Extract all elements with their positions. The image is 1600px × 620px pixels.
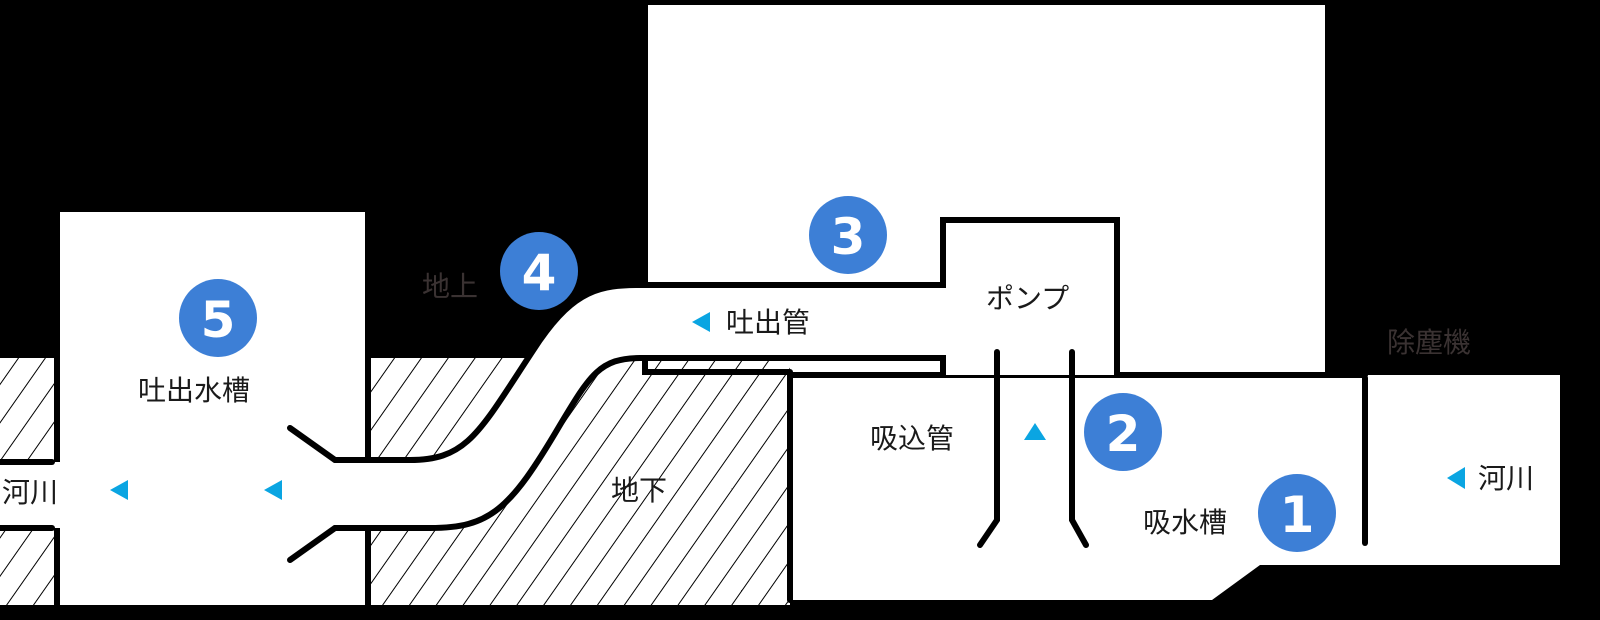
svg-text:5: 5	[201, 291, 236, 349]
label-pump: ポンプ	[986, 282, 1069, 315]
flow-arrow-left-icon	[692, 312, 710, 332]
badge-2: 2	[1084, 393, 1162, 471]
suction-pipe-wall-right	[1069, 349, 1089, 548]
flow-arrow-left-icon	[264, 480, 282, 500]
label-suction-pipe: 吸込管	[870, 422, 954, 455]
badge-5: 5	[179, 279, 257, 357]
pipe-flare-top	[287, 425, 338, 463]
pump-housing	[940, 217, 1120, 378]
svg-text:4: 4	[522, 244, 557, 302]
svg-text:1: 1	[1280, 486, 1315, 544]
flow-arrow-up-icon	[1024, 423, 1046, 440]
building-floor	[642, 357, 793, 375]
badge-1: 1	[1258, 474, 1336, 552]
flow-arrow-left-icon	[1447, 467, 1465, 489]
river-channel-left	[0, 462, 62, 528]
label-discharge-pipe: 吐出管	[726, 306, 810, 339]
suction-pipe-wall-left	[977, 349, 1000, 548]
pipe-flare-bottom	[287, 525, 338, 563]
label-above-ground: 地上	[422, 270, 478, 303]
label-intake-tank: 吸水槽	[1143, 506, 1227, 539]
badge-4: 4	[500, 232, 578, 310]
pipe-wall-top	[332, 282, 963, 463]
discharge-tank	[60, 212, 365, 605]
svg-text:2: 2	[1106, 405, 1141, 463]
label-river-left: 河川	[2, 476, 58, 509]
label-underground: 地下	[611, 474, 667, 507]
discharge-pipe	[335, 285, 960, 528]
label-discharge-tank: 吐出水槽	[138, 374, 250, 407]
label-dust-remover: 除塵機	[1387, 326, 1471, 359]
badge-3: 3	[809, 196, 887, 274]
flow-arrow-left-icon	[110, 480, 128, 500]
svg-text:3: 3	[831, 208, 866, 266]
pipe-wall-bottom	[332, 355, 963, 531]
label-river-right: 河川	[1478, 462, 1534, 495]
